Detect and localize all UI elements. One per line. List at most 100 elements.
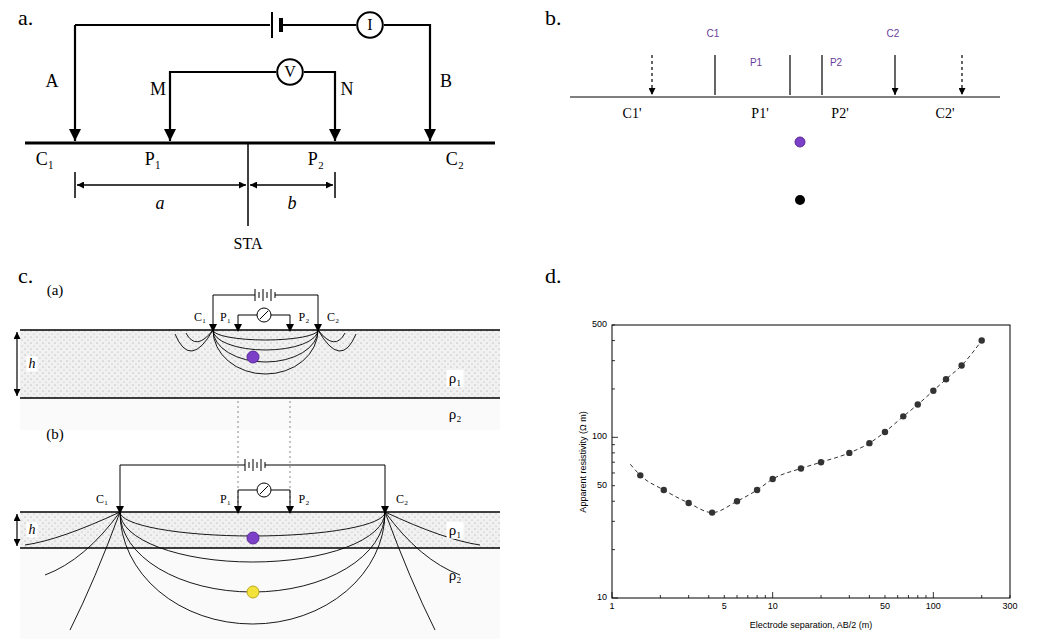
battery-symbol [255, 289, 275, 301]
thickness-label: h [27, 522, 38, 537]
meter-wire [238, 490, 290, 512]
electrode-label: P₂ [299, 493, 310, 506]
sub-panel-label: (b) [46, 426, 64, 443]
wire-label: B [440, 72, 452, 92]
meter-letter: V [284, 63, 296, 81]
upper-layer [20, 330, 500, 398]
yellow-dot [247, 586, 259, 598]
meter-letter: I [367, 16, 372, 34]
plot-frame [612, 325, 1010, 598]
electrode-label: P₂ [299, 311, 310, 324]
data-point [818, 459, 824, 465]
ground-line [570, 96, 1000, 97]
axis-tick [612, 437, 618, 438]
data-point [661, 487, 667, 493]
resistivity-label: ρ₁ [447, 522, 464, 539]
data-point [958, 362, 964, 368]
axis-tick [612, 340, 615, 341]
electrode-label: P1 [750, 57, 762, 68]
axis-tick [897, 595, 898, 598]
axis-tick [708, 595, 709, 598]
tick-label: 50 [880, 602, 890, 612]
tick-label: 50 [597, 481, 607, 491]
axis-tick [612, 360, 615, 361]
wire-label: N [341, 80, 354, 100]
potential-electrode-wire [304, 72, 335, 141]
axis-tick [612, 521, 615, 522]
tick-label: 500 [592, 320, 607, 330]
axis-tick [612, 388, 615, 389]
axis-tick [917, 595, 918, 598]
data-point [734, 498, 740, 504]
meter-circle [357, 12, 383, 38]
ground-surface [20, 511, 500, 513]
current-line [175, 330, 356, 351]
tick-label: 1 [609, 602, 614, 612]
data-point [915, 401, 921, 407]
axis-tick [747, 595, 748, 598]
wire [75, 24, 270, 26]
tick-label: 5 [722, 602, 727, 612]
ground-surface [20, 329, 500, 331]
axis-tick [981, 595, 982, 598]
panel-letter: d. [545, 264, 562, 288]
axis-tick [849, 595, 850, 598]
wire-label: A [46, 72, 59, 92]
dimension-line [77, 184, 246, 186]
axis-tick [925, 595, 926, 598]
electrode-label: C₁ [96, 493, 108, 506]
electrode-label: C₂ [327, 311, 339, 324]
section-c-a [17, 289, 500, 508]
dimension-label: a [156, 194, 165, 214]
thickness-arrow [16, 514, 17, 546]
axis-tick [908, 595, 909, 598]
data-point [769, 476, 775, 482]
panel-letter: a. [18, 6, 33, 30]
ground-surface [25, 142, 495, 145]
data-point [930, 388, 936, 394]
electrode-label: P₁ [220, 493, 231, 506]
electrode-label: C2 [887, 28, 900, 39]
electrode-arrow-dashed [651, 55, 652, 95]
section-c-b [17, 459, 500, 639]
station-label: STA [234, 235, 263, 253]
axis-tick [612, 485, 615, 486]
electrode-label: P₁ [220, 311, 231, 324]
data-point [846, 450, 852, 456]
station-line [247, 143, 249, 226]
axis-tick [737, 595, 738, 598]
resistivity-label: ρ₁ [447, 370, 464, 387]
data-point [685, 500, 691, 506]
axis-tick [933, 592, 934, 598]
lower-layer [20, 398, 500, 430]
potential-electrode-wire [170, 72, 276, 141]
meter-symbol [257, 483, 271, 497]
sounding-curve-plot [612, 325, 1010, 598]
dimension-label: b [288, 194, 297, 214]
electrode-label: C₁ [36, 150, 54, 170]
axis-tick [612, 452, 615, 453]
axis-tick [660, 595, 661, 598]
current-electrode-wire [74, 25, 76, 141]
data-point [754, 487, 760, 493]
electrode [116, 506, 389, 514]
electrode-label: C1 [707, 28, 720, 39]
electrode-label: P2 [830, 57, 842, 68]
data-point [943, 376, 949, 382]
axis-tick [612, 549, 615, 550]
axis-tick [821, 595, 822, 598]
data-point [866, 440, 872, 446]
data-point [637, 472, 643, 478]
current-line [25, 512, 480, 630]
axis-tick [869, 595, 870, 598]
axis-tick [724, 595, 725, 598]
electrode-arrow [715, 55, 895, 95]
axis-tick [1010, 595, 1011, 598]
resistivity-label: ρ₂ [449, 406, 462, 423]
resistivity-label: ρ₂ [449, 567, 462, 584]
meter-needle [260, 311, 268, 319]
data-point [979, 337, 985, 343]
electrode-label: C1' [623, 106, 642, 121]
axis-tick [612, 325, 615, 326]
layer-boundary [20, 397, 500, 399]
